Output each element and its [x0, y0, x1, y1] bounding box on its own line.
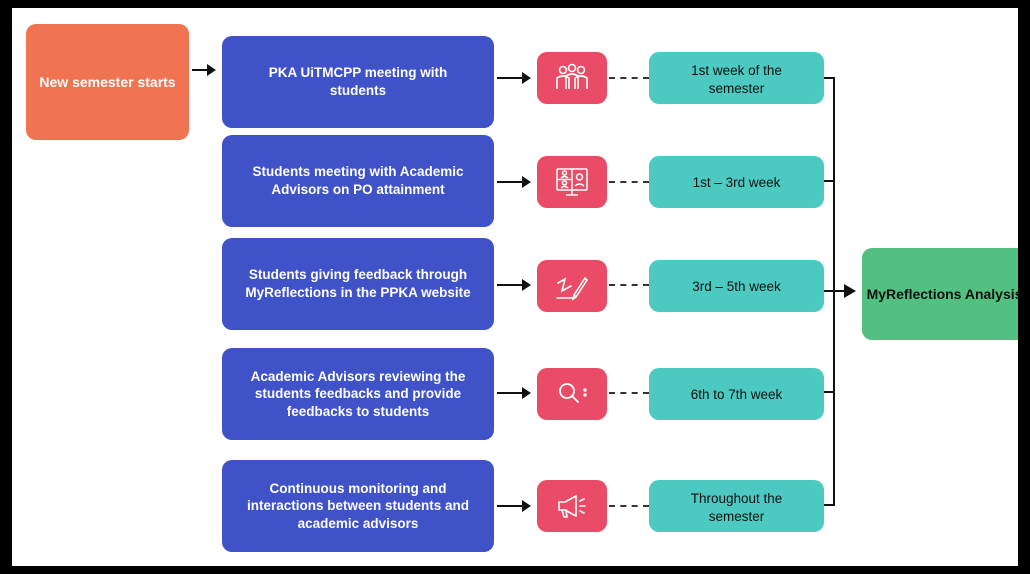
step-box: Academic Advisors reviewing the students…: [222, 348, 494, 440]
arrow-step-to-icon: [497, 72, 531, 84]
time-text: 3rd – 5th week: [692, 278, 781, 294]
dashed-connector: [609, 181, 649, 183]
step-box: PKA UiTMCPP meeting with students: [222, 36, 494, 128]
dashed-connector: [609, 284, 649, 286]
time-text: 1st – 3rd week: [692, 174, 781, 190]
time-box: 1st week of the semester: [649, 52, 824, 104]
time-text: Throughout the semester: [690, 491, 783, 525]
time-box: 6th to 7th week: [649, 368, 824, 420]
dashed-connector: [609, 392, 649, 394]
arrow-start-to-step: [192, 64, 216, 76]
step-box: Continuous monitoring and interactions b…: [222, 460, 494, 552]
step-text: Students giving feedback through MyRefle…: [245, 267, 471, 300]
dashed-connector: [609, 77, 649, 79]
arrow-step-to-icon: [497, 176, 531, 188]
arrow-step-to-icon: [497, 279, 531, 291]
video-meeting-icon: [537, 156, 607, 208]
start-label: New semester starts: [39, 73, 176, 90]
pen-signature-icon: [537, 260, 607, 312]
step-text: Academic Advisors reviewing the students…: [250, 368, 466, 419]
step-box: Students giving feedback through MyRefle…: [222, 238, 494, 330]
step-text: PKA UiTMCPP meeting with students: [268, 65, 448, 98]
arrow-step-to-icon: [497, 500, 531, 512]
step-text: Continuous monitoring and interactions b…: [246, 480, 470, 531]
start-box: New semester starts: [26, 24, 189, 140]
collector-connector: [824, 77, 856, 506]
time-box: 3rd – 5th week: [649, 260, 824, 312]
megaphone-icon: [537, 480, 607, 532]
result-box: MyReflections Analysis: [862, 248, 1018, 340]
time-text: 6th to 7th week: [690, 386, 783, 402]
step-box: Students meeting with Academic Advisors …: [222, 135, 494, 227]
flow-diagram: New semester starts PKA UiTMCPP meeting …: [12, 8, 1018, 566]
result-label: MyReflections Analysis: [866, 285, 1018, 302]
step-text: Students meeting with Academic Advisors …: [252, 164, 464, 197]
arrow-step-to-icon: [497, 387, 531, 399]
time-text: 1st week of the semester: [691, 63, 782, 97]
time-box: Throughout the semester: [649, 480, 824, 532]
dashed-connector: [609, 505, 649, 507]
magnifier-icon: [537, 368, 607, 420]
people-group-icon: [537, 52, 607, 104]
time-box: 1st – 3rd week: [649, 156, 824, 208]
